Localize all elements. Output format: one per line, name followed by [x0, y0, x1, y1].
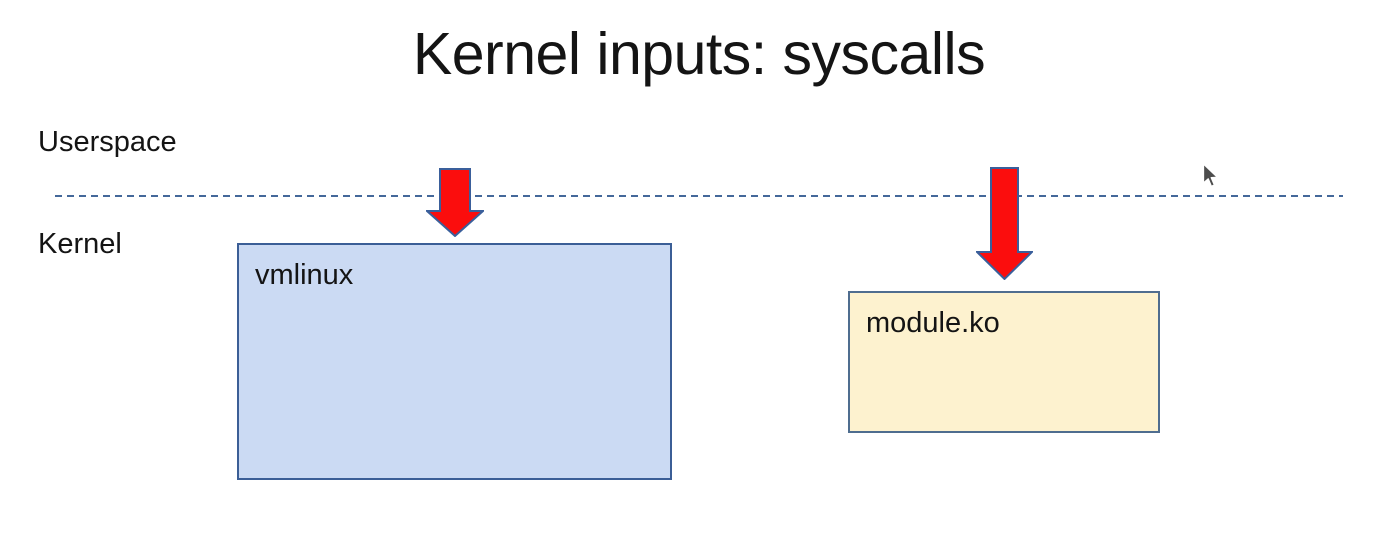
- down-arrow-icon: [426, 168, 484, 237]
- slide-title: Kernel inputs: syscalls: [412, 21, 986, 87]
- vmlinux-box-label: vmlinux: [255, 259, 354, 291]
- module-ko-box: module.ko: [848, 291, 1160, 433]
- vmlinux-box: vmlinux: [237, 243, 672, 480]
- userspace-label: Userspace: [38, 126, 177, 158]
- kernel-label: Kernel: [38, 228, 122, 260]
- userspace-kernel-divider: [55, 195, 1343, 197]
- module-ko-box-label: module.ko: [866, 307, 1000, 339]
- down-arrow-icon: [976, 167, 1033, 280]
- mouse-cursor-icon: [1202, 163, 1219, 188]
